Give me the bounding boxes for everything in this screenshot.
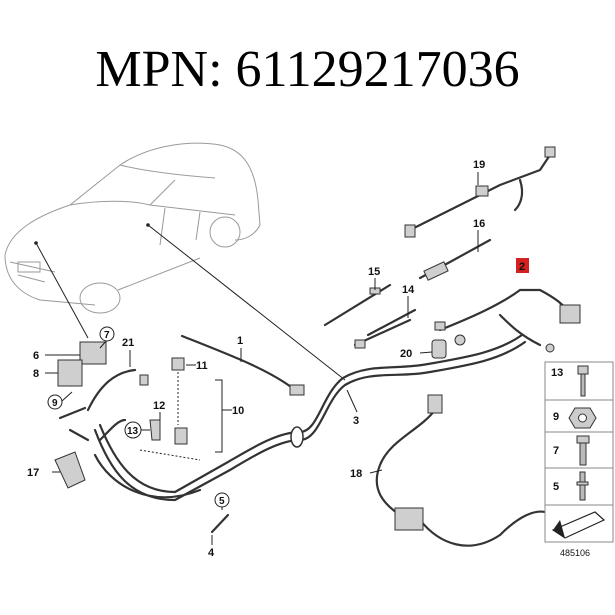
label-11: 11: [196, 360, 208, 372]
fastener-legend: 13 9 7 5: [544, 361, 614, 543]
part-4-stud: [210, 513, 230, 534]
label-2-highlight: [516, 258, 529, 273]
car-outline-illustration: [4, 142, 261, 314]
part-8-bracket: [57, 359, 83, 387]
label-6: 6: [33, 350, 39, 362]
label-12: 12: [153, 400, 165, 412]
label-10: 10: [232, 405, 244, 417]
label-21: 21: [122, 337, 134, 349]
label-15: 15: [368, 266, 380, 278]
arrow-tool-icon: [551, 511, 606, 539]
legend-number-5: 5: [553, 481, 559, 493]
positive-lead-part: [438, 288, 581, 353]
part-15-cable: [323, 283, 392, 327]
legend-number-9: 9: [553, 411, 559, 423]
part-17-plate: [54, 451, 86, 489]
legend-number-7: 7: [553, 445, 559, 457]
page-title: MPN: 61129217036: [95, 41, 520, 98]
label-4: 4: [208, 547, 215, 559]
part-21-harness: [58, 368, 149, 442]
label-7-circle: [99, 326, 115, 342]
label-18: 18: [350, 468, 362, 480]
label-8: 8: [33, 368, 39, 380]
label-3: 3: [353, 415, 359, 427]
bolt-icon: [576, 435, 590, 466]
label-16: 16: [473, 218, 485, 230]
label-13-circle: [124, 421, 142, 439]
nut-icon: [568, 407, 597, 429]
label-9: 9: [52, 398, 58, 409]
stud-icon: [576, 471, 589, 501]
label-5: 5: [219, 496, 225, 507]
sensor-cable: [375, 394, 547, 547]
diagram-ref-number: 485106: [560, 548, 590, 558]
car-leader-front: [35, 242, 89, 339]
legend-number-13: 13: [551, 367, 563, 379]
label-20: 20: [400, 348, 412, 360]
label-2: 2: [519, 261, 525, 273]
pin-clip-icon: [577, 365, 589, 397]
part-11-lower-connector: [174, 427, 188, 445]
part-19-harness: [404, 146, 556, 238]
part-6-bracket: [79, 341, 107, 365]
part-12-clip: [149, 419, 161, 441]
clip-ring: [290, 426, 304, 448]
label-14: 14: [402, 284, 415, 296]
part-11-connector: [171, 357, 185, 371]
part-1-cable: [180, 334, 305, 396]
label-13: 13: [127, 426, 139, 437]
label-17: 17: [27, 467, 39, 479]
label-9-circle: [47, 394, 63, 410]
label-5-circle: [214, 492, 230, 508]
label-19: 19: [473, 159, 485, 171]
label-7: 7: [104, 330, 110, 341]
part-14-cable: [353, 308, 417, 349]
car-leader-rear: [147, 224, 346, 381]
main-battery-cable: [68, 333, 527, 502]
part-20-grommet: [431, 321, 466, 359]
label-1: 1: [237, 335, 243, 347]
part-16-cable: [418, 238, 492, 281]
